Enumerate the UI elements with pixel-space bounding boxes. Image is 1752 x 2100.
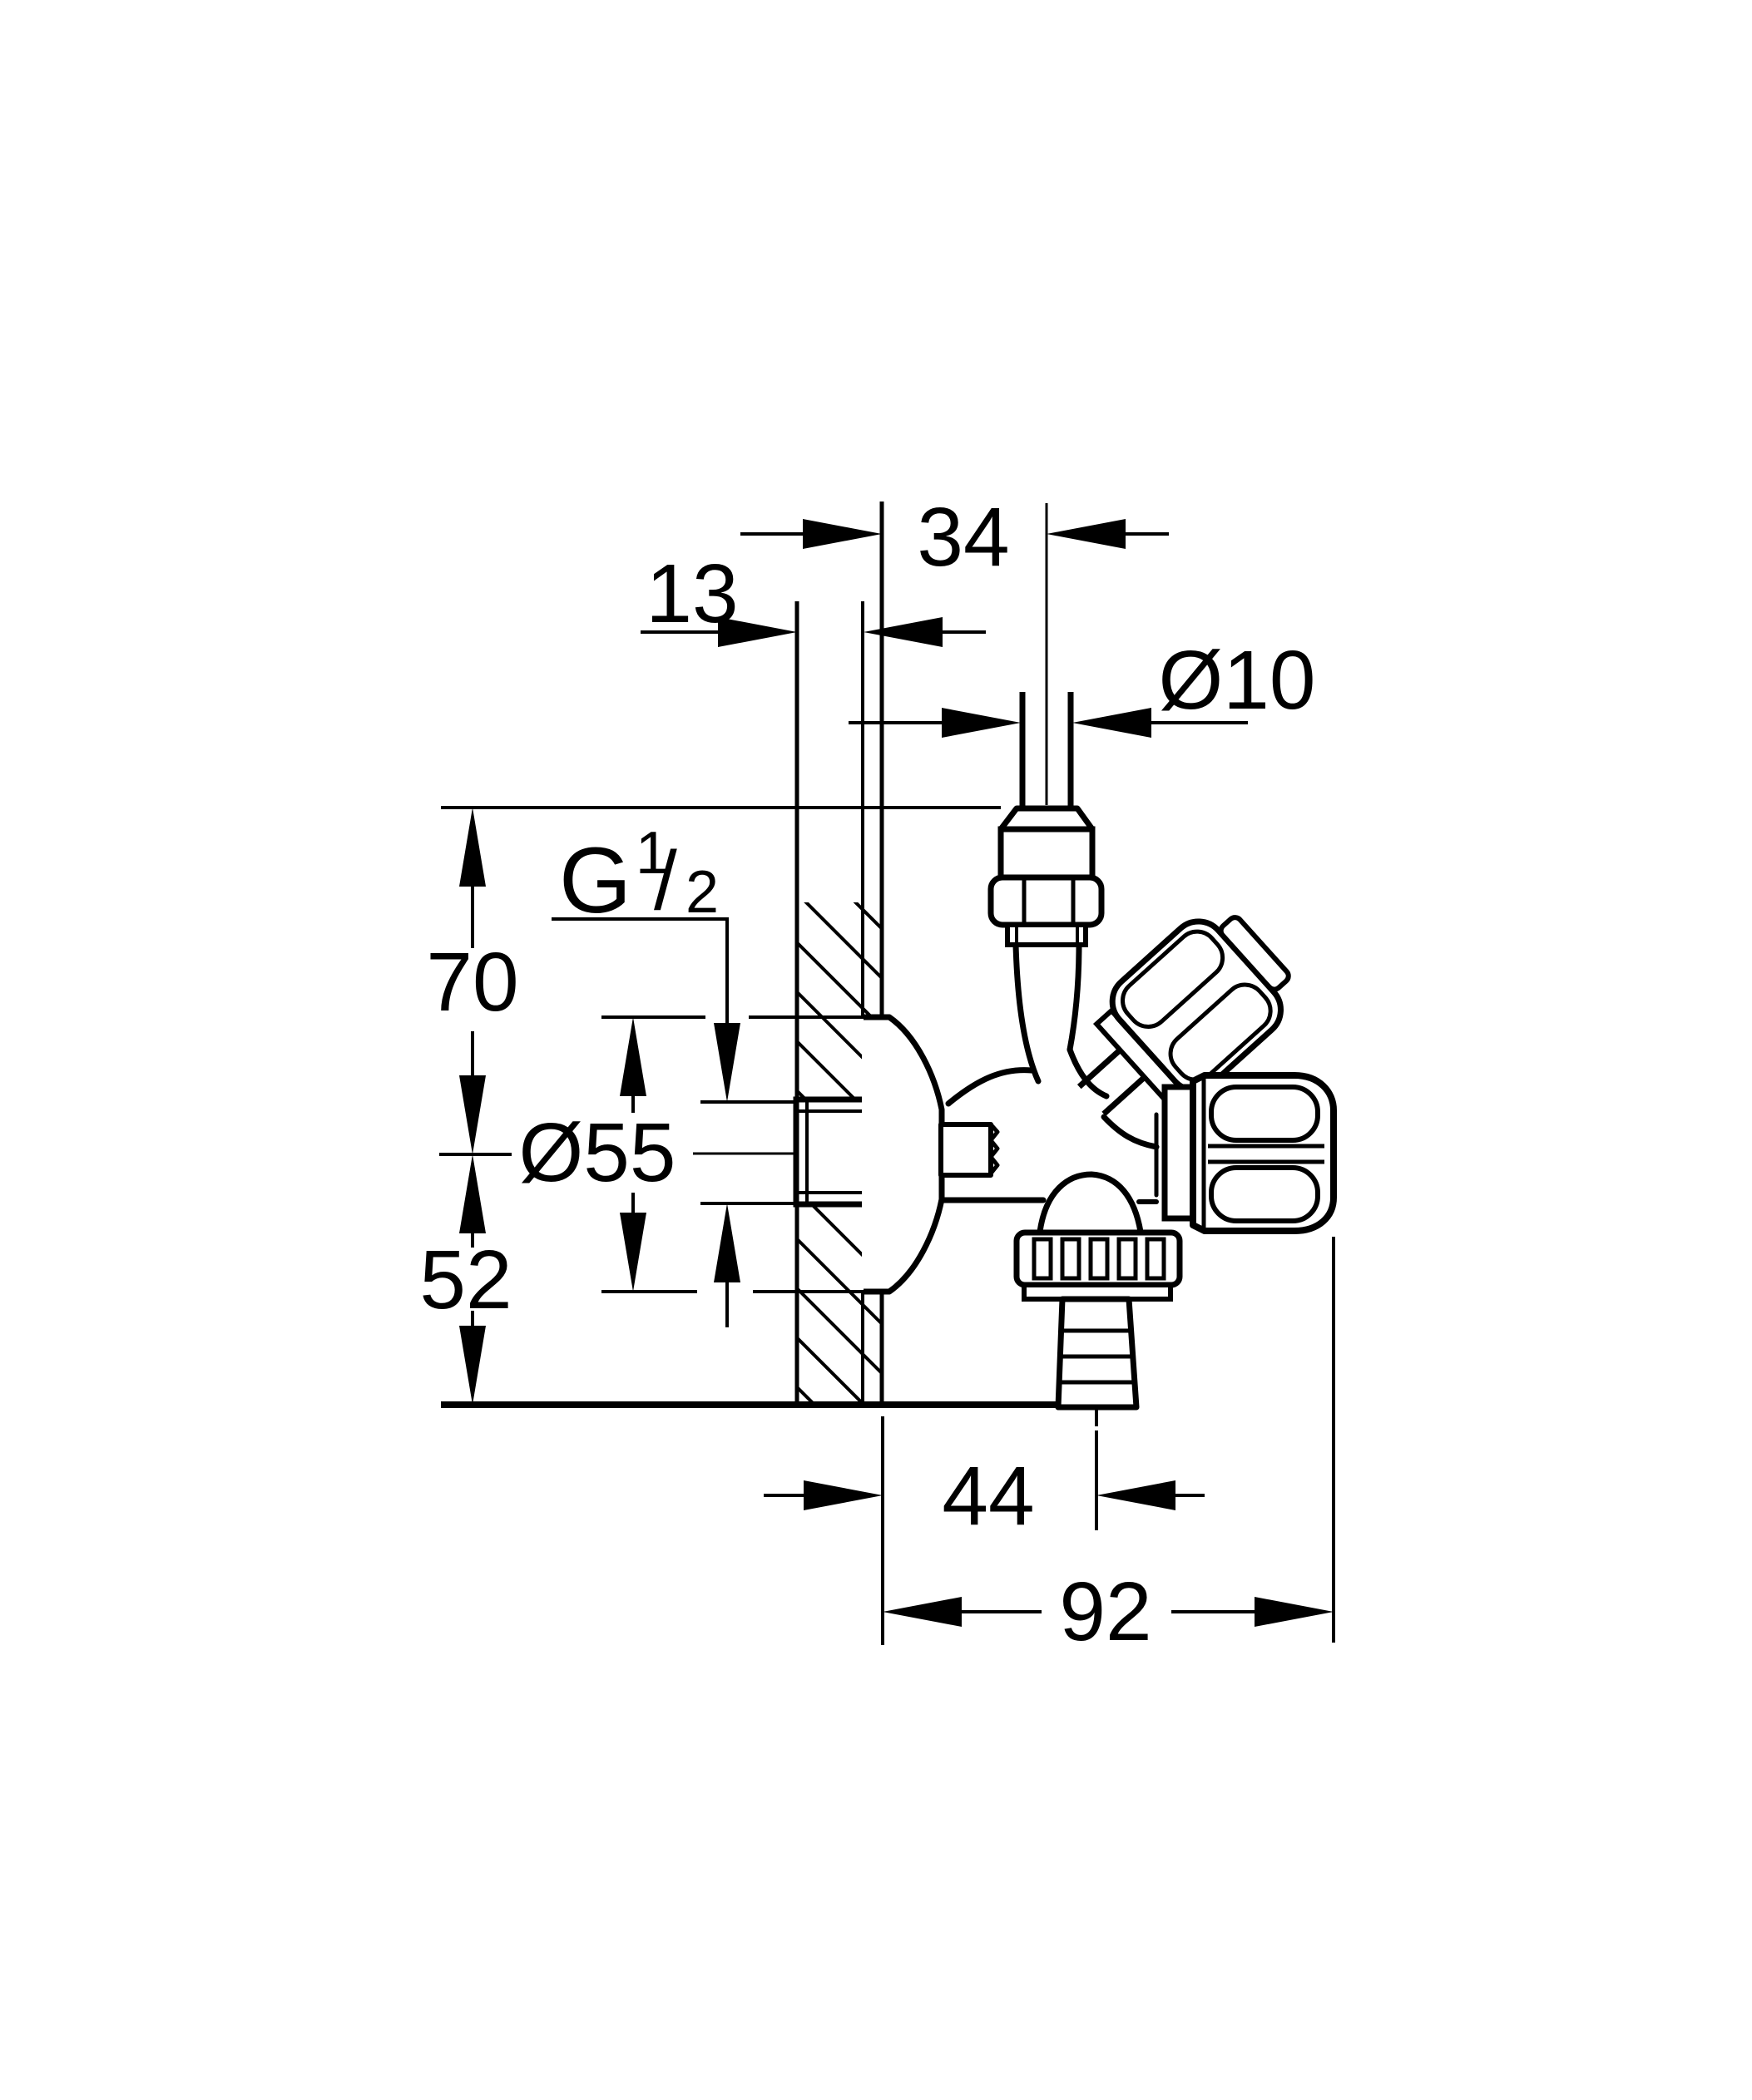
bottom-outlet-dome xyxy=(1037,1171,1144,1235)
dia10-left-arrowhead xyxy=(942,708,1021,738)
body-neck-left xyxy=(1012,941,1042,1085)
body-saddle-curve xyxy=(1067,1046,1110,1099)
dimension-92: 92 xyxy=(883,1237,1335,1658)
angled-neck-bottom xyxy=(1101,1075,1147,1116)
dimension-dia55: Ø55 xyxy=(518,1015,864,1293)
dim13-label: 13 xyxy=(646,547,738,640)
dia55-up-arrowhead xyxy=(620,1017,646,1096)
compression-cap-body xyxy=(997,826,1096,881)
dim52-label: 52 xyxy=(419,1233,512,1327)
flange-fill xyxy=(862,1017,942,1292)
dimension-52: 52 xyxy=(419,1154,512,1405)
thread-numerator: 1 xyxy=(636,820,669,887)
compression-collar xyxy=(1005,922,1088,947)
dim13-left-arrowhead xyxy=(718,617,797,647)
dim70-top-arrowhead xyxy=(459,808,486,887)
knob-lobe-upper xyxy=(1209,1085,1320,1143)
knob-lobe-lower xyxy=(1209,1165,1320,1223)
thread-denominator: 2 xyxy=(685,859,719,926)
ring-slot-2 xyxy=(1060,1237,1081,1281)
dim92-right-arrowhead xyxy=(1255,1597,1334,1627)
thread-lower-arrowhead-up xyxy=(714,1203,740,1282)
dim44-left-arrowhead xyxy=(804,1480,883,1510)
angled-neck-top xyxy=(1076,1047,1122,1090)
thread-label-g-half: G 1 / 2 xyxy=(552,820,740,1327)
mounting-flange xyxy=(862,1014,945,1295)
ring-slot-4 xyxy=(1116,1237,1138,1281)
thread-leader-arrowhead-down xyxy=(714,1023,740,1102)
dimension-13: 13 xyxy=(641,547,986,647)
knob-body xyxy=(1190,1072,1337,1234)
compression-hex-nut xyxy=(987,874,1105,928)
angled-outlet xyxy=(1076,915,1291,1116)
dimension-44: 44 xyxy=(764,1416,1205,1645)
hose-barb xyxy=(1055,1296,1140,1426)
dim34-label: 34 xyxy=(917,491,1009,584)
dimension-34: 34 xyxy=(740,491,1169,584)
dim70-bottom-arrowhead xyxy=(459,1075,486,1154)
angled-nut-facet-upper xyxy=(1121,929,1225,1029)
ring-slot-3 xyxy=(1088,1237,1110,1281)
dim52-top-arrowhead xyxy=(459,1154,486,1233)
angled-nut-tip-cap xyxy=(1218,915,1291,992)
dia10-label: Ø10 xyxy=(1158,634,1315,727)
dimension-70: 70 xyxy=(426,808,519,1154)
dim44-label: 44 xyxy=(942,1450,1034,1543)
body-neck-right xyxy=(1067,941,1082,1053)
dia55-down-arrowhead xyxy=(620,1213,646,1292)
thread-leader-line xyxy=(552,917,729,1031)
dim13-right-arrowhead xyxy=(864,617,943,647)
dia10-right-arrowhead xyxy=(1072,708,1151,738)
dim92-left-arrowhead xyxy=(883,1597,962,1627)
body-under-angled-neck xyxy=(1101,1114,1160,1150)
body-top-left-curve xyxy=(945,1067,1035,1107)
port-thread-zigzag xyxy=(988,1122,1000,1176)
dia55-label: Ø55 xyxy=(518,1106,676,1199)
dim70-label: 70 xyxy=(426,936,518,1029)
valve-body xyxy=(938,941,1166,1235)
thread-connector xyxy=(700,1096,884,1208)
dim44-right-arrowhead xyxy=(1096,1480,1175,1510)
top-outlet xyxy=(987,503,1105,947)
compression-cap-taper xyxy=(997,805,1096,833)
dim34-right-arrowhead xyxy=(1047,519,1126,549)
angled-nut-facet-lower xyxy=(1168,982,1273,1082)
dim52-bottom-arrowhead xyxy=(459,1326,486,1405)
dim34-left-arrowhead xyxy=(803,519,882,549)
thread-slash: / xyxy=(654,834,677,927)
ring-slot-5 xyxy=(1145,1237,1166,1281)
thread-letter: G xyxy=(559,828,631,932)
dimension-dia10: Ø10 xyxy=(849,634,1316,738)
knob-collar xyxy=(1161,1084,1196,1222)
dim92-label: 92 xyxy=(1059,1565,1151,1658)
knurled-ring xyxy=(1013,1229,1183,1302)
ring-slot-1 xyxy=(1032,1237,1053,1281)
barb-outline xyxy=(1055,1296,1140,1411)
handle-knob xyxy=(1161,1072,1337,1234)
wall-port-stub xyxy=(938,1122,993,1178)
